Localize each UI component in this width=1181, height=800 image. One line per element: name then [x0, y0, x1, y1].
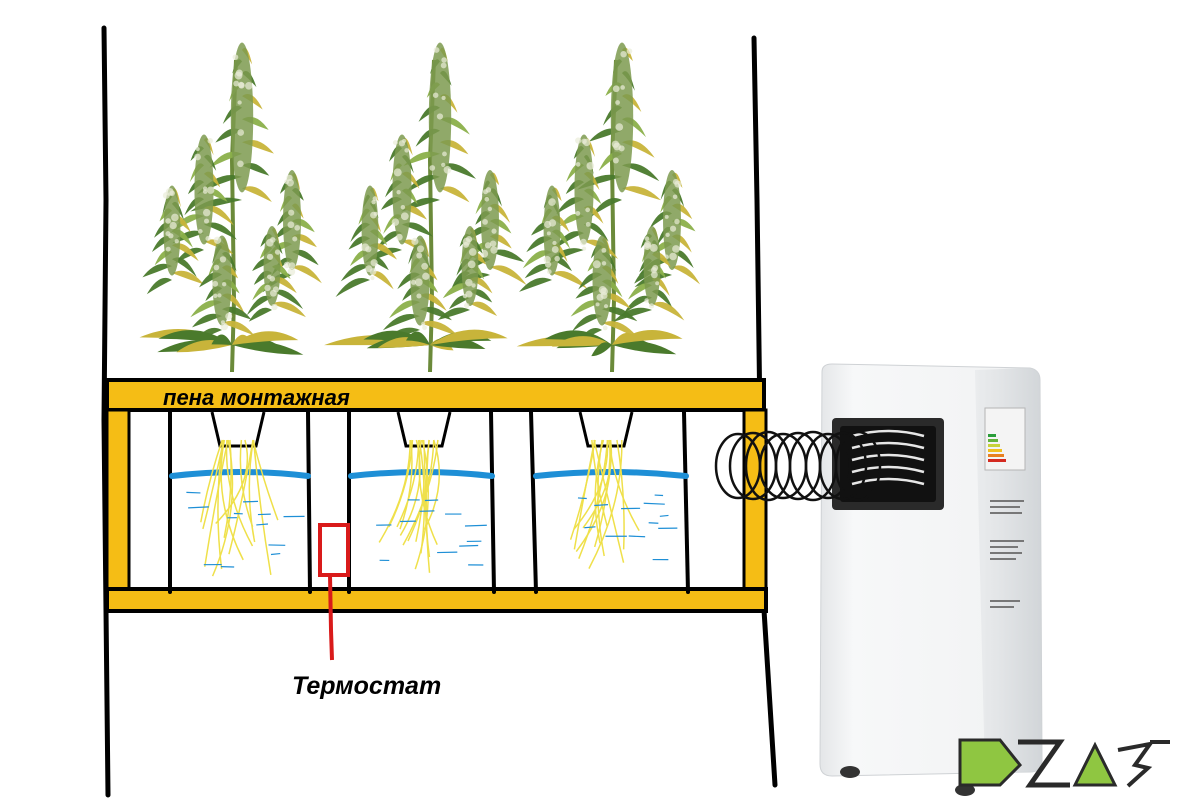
cannabis-plant-icon: [139, 42, 322, 373]
duct-hose: [714, 430, 882, 502]
thermostat: Термостат: [292, 523, 441, 700]
cannabis-plant-icon: [324, 42, 527, 373]
air-conditioner: [819, 363, 1043, 796]
net-pot-cell: [348, 411, 495, 573]
thermostat-sensor: [318, 523, 350, 577]
net-pots-group: [169, 411, 689, 577]
thermostat-wire: [328, 574, 334, 661]
foam-label: пена монтажная: [163, 385, 350, 410]
plants-group: [139, 42, 701, 373]
cannabis-plant-icon: [516, 42, 701, 373]
foam-top-band: пена монтажная: [105, 378, 766, 412]
thermostat-label: Термостат: [292, 672, 441, 700]
dzag-logo: [958, 738, 1170, 788]
water-level-line: [533, 469, 689, 479]
water-level-line: [169, 469, 311, 479]
water-level-line: [348, 469, 495, 479]
net-pot-cell: [169, 411, 311, 577]
net-pot-cell: [533, 411, 689, 569]
